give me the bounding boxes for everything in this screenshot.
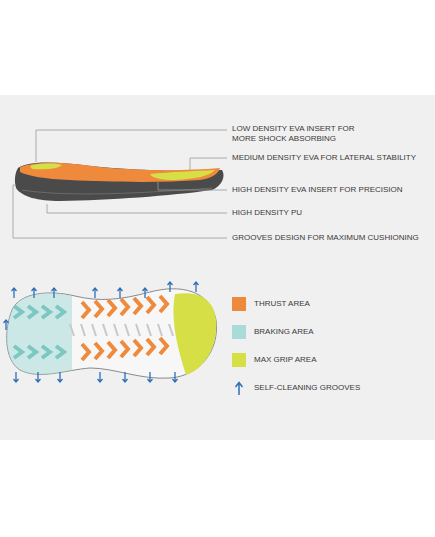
legend-swatch bbox=[232, 297, 246, 311]
legend-text: BRAKING AREA bbox=[254, 327, 314, 337]
center-groove bbox=[125, 324, 129, 336]
legend-item: THRUST AREA bbox=[232, 296, 432, 312]
center-groove bbox=[169, 324, 173, 336]
thrust-lug bbox=[134, 298, 141, 314]
thrust-lug bbox=[82, 344, 89, 360]
center-groove bbox=[158, 324, 162, 336]
thrust-lug bbox=[108, 300, 115, 316]
groove-arrow bbox=[32, 288, 37, 298]
groove-arrow bbox=[12, 288, 17, 298]
center-groove bbox=[147, 324, 151, 336]
legend-text: SELF-CLEANING GROOVES bbox=[254, 383, 360, 393]
braking-lug bbox=[28, 306, 36, 318]
part-label: GROOVES DESIGN FOR MAXIMUM CUSHIONING bbox=[232, 233, 430, 243]
groove-arrow bbox=[14, 372, 19, 382]
groove-arrow bbox=[93, 288, 98, 298]
part-label: LOW DENSITY EVA INSERT FOR MORE SHOCK AB… bbox=[232, 124, 362, 144]
braking-lug bbox=[56, 346, 64, 358]
legend-arrow bbox=[232, 380, 246, 396]
groove-arrow bbox=[52, 288, 57, 298]
legend-text: MAX GRIP AREA bbox=[254, 355, 317, 365]
thrust-lug bbox=[82, 302, 89, 318]
groove-arrow bbox=[168, 282, 173, 292]
panel-ground bbox=[0, 95, 435, 440]
thrust-lug bbox=[108, 342, 115, 358]
thrust-lug bbox=[147, 339, 154, 355]
thrust-lug bbox=[160, 338, 167, 354]
groove-arrow bbox=[118, 288, 123, 298]
groove-arrow bbox=[143, 288, 148, 298]
center-groove bbox=[70, 324, 74, 336]
groove-arrow bbox=[98, 372, 103, 382]
thrust-lug bbox=[95, 343, 102, 359]
legend-text: THRUST AREA bbox=[254, 299, 310, 309]
part-label: MEDIUM DENSITY EVA FOR LATERAL STABILITY bbox=[232, 153, 430, 163]
groove-arrow bbox=[4, 320, 9, 330]
groove-arrow bbox=[36, 372, 41, 382]
braking-lug bbox=[14, 306, 22, 318]
thrust-lug bbox=[160, 296, 167, 312]
legend-item: SELF-CLEANING GROOVES bbox=[232, 380, 432, 396]
part-label: HIGH DENSITY PU bbox=[232, 208, 430, 218]
center-groove bbox=[136, 324, 140, 336]
groove-arrow bbox=[194, 282, 199, 292]
groove-arrow bbox=[148, 372, 153, 382]
braking-lug bbox=[42, 306, 50, 318]
legend-swatch bbox=[232, 353, 246, 367]
outsole-tread bbox=[7, 289, 217, 378]
groove-arrow bbox=[173, 372, 178, 382]
thrust-lug bbox=[121, 299, 128, 315]
braking-lug bbox=[56, 306, 64, 318]
leader-lines bbox=[13, 130, 227, 238]
center-groove bbox=[103, 324, 107, 336]
sole-profile bbox=[15, 163, 224, 202]
part-label: HIGH DENSITY EVA INSERT FOR PRECISION bbox=[232, 185, 430, 195]
thrust-lug bbox=[121, 341, 128, 357]
legend-item: MAX GRIP AREA bbox=[232, 352, 432, 368]
center-groove bbox=[92, 324, 96, 336]
thrust-lug bbox=[147, 297, 154, 313]
braking-lug bbox=[42, 346, 50, 358]
legend-item: BRAKING AREA bbox=[232, 324, 432, 340]
groove-arrow bbox=[123, 372, 128, 382]
center-groove bbox=[81, 324, 85, 336]
legend-swatch bbox=[232, 325, 246, 339]
braking-lug bbox=[14, 346, 22, 358]
groove-arrow bbox=[58, 372, 63, 382]
center-groove bbox=[114, 324, 118, 336]
braking-lug bbox=[28, 346, 36, 358]
thrust-lug bbox=[134, 340, 141, 356]
thrust-lug bbox=[95, 301, 102, 317]
